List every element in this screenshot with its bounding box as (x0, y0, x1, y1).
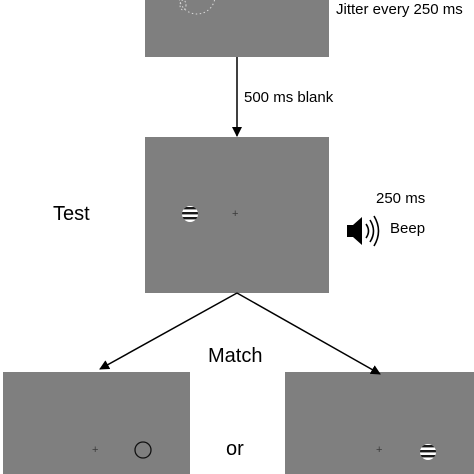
fixation-cross: + (92, 444, 99, 456)
arrow-left-icon (99, 292, 238, 370)
circle-outline-icon (134, 441, 152, 459)
match-phase-label: Match (208, 345, 263, 367)
dotted-circle-icon (178, 0, 216, 15)
grating-stimulus-icon (420, 444, 436, 460)
test-phase-label: Test (53, 203, 90, 225)
stimulus-screen-match-left: + (3, 372, 190, 474)
stimulus-screen-jitter (145, 0, 329, 57)
fixation-cross: + (376, 444, 383, 456)
stimulus-screen-match-right: + (285, 372, 474, 474)
or-separator-label: or (226, 438, 244, 460)
blank-interval-label: 500 ms blank (244, 89, 334, 106)
beep-label: Beep (390, 220, 426, 237)
grating-stimulus-icon (182, 206, 198, 222)
jitter-timing-label: Jitter every 250 ms (336, 1, 463, 18)
arrow-right-icon (236, 292, 381, 375)
stimulus-screen-test: + (145, 137, 329, 293)
fixation-cross: + (232, 208, 239, 220)
sound-duration-label: 250 ms (376, 190, 426, 207)
speaker-icon (347, 215, 380, 247)
